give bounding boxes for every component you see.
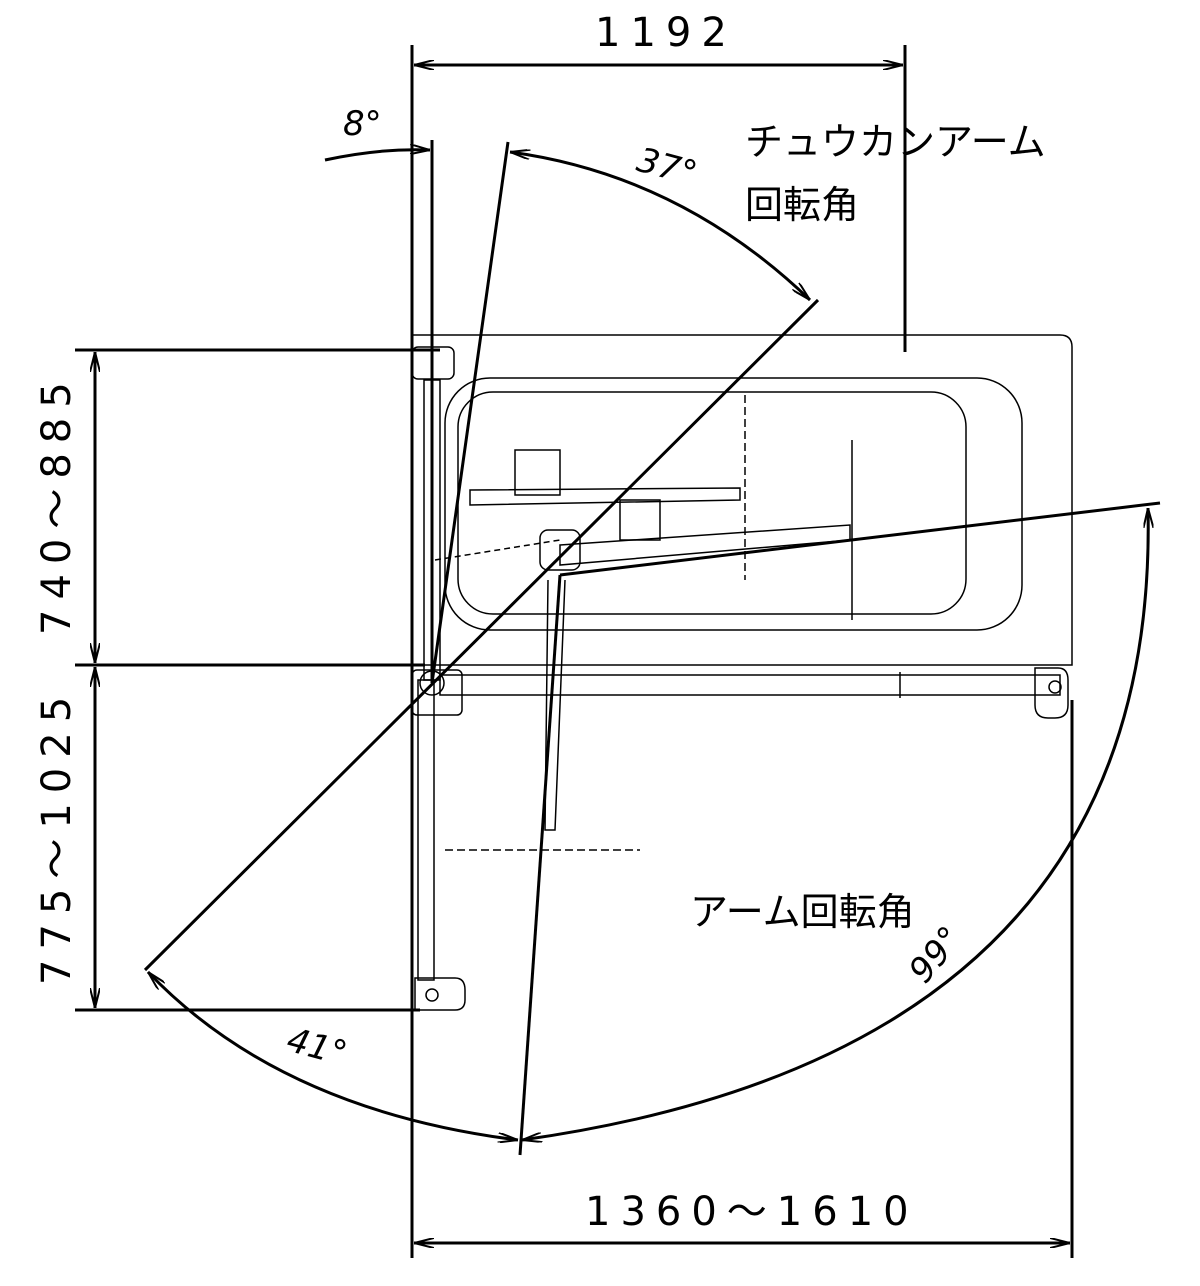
angle-41-label: 41° (283, 1020, 352, 1074)
arc-37 (510, 152, 812, 302)
top-width-label: 1192 (595, 10, 737, 56)
bathtub (411, 334, 1073, 666)
arc-41 (146, 970, 518, 1140)
angle-8-label: 8° (343, 104, 382, 144)
extension-lines (75, 45, 1074, 1258)
arm-rotation-label: アーム回転角 (690, 890, 915, 934)
bottom-width-label: 1360～1610 (585, 1189, 919, 1235)
middle-arm-label-line2: 回転角 (745, 183, 859, 227)
left-upper-label: 740～885 (34, 372, 80, 635)
angle-37-label: 37° (633, 140, 702, 194)
left-lower-label: 775～1025 (34, 687, 80, 985)
middle-arm-label-line1: チュウカンアーム (745, 120, 1046, 164)
arm-assembly-sketch (434, 395, 853, 851)
arc-8 (324, 150, 430, 162)
rotation-lines (143, 140, 1161, 1156)
arc-99 (522, 508, 1148, 1140)
angle-arcs (146, 150, 1148, 1140)
dimension-lines (95, 65, 1070, 1243)
